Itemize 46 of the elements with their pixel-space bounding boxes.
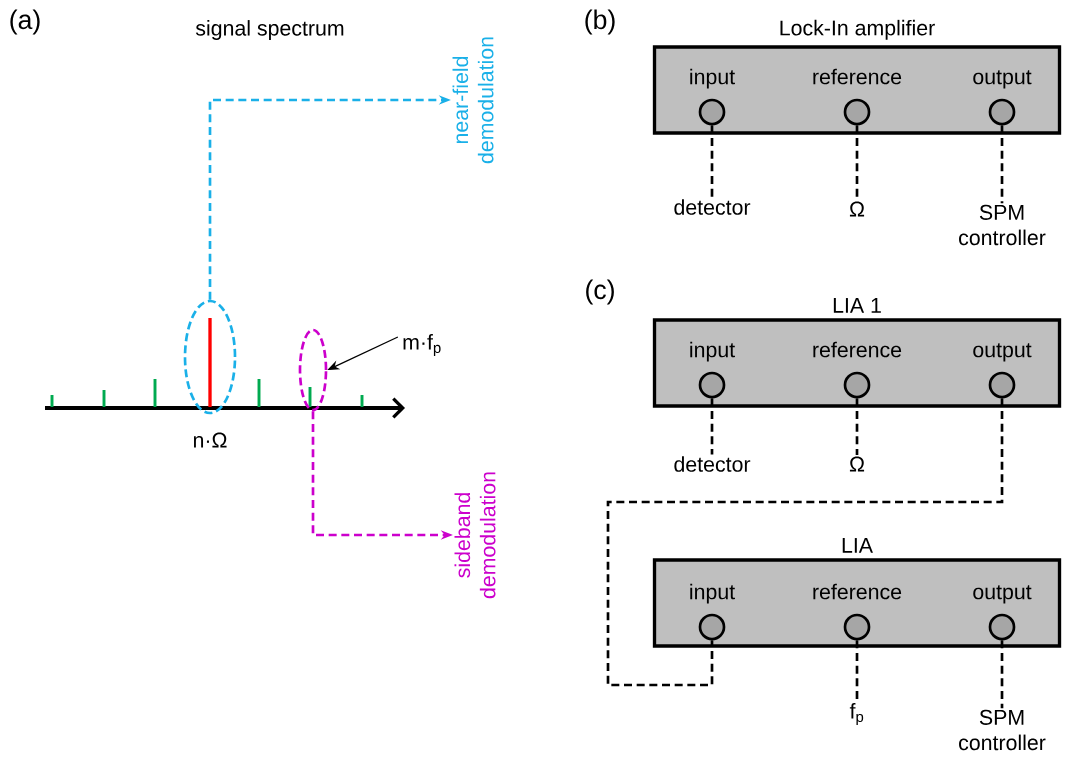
endpoint-label: SPM controller [959, 204, 1046, 246]
connector-port: output [973, 343, 1032, 399]
node-label: reference [813, 341, 902, 358]
endpoint-label: m·f$_{p}$ [403, 334, 441, 356]
cable-line [1000, 640, 1004, 709]
node-label: LIA 1 [833, 298, 881, 313]
endpoint-label: f$_{p}$ [849, 703, 864, 725]
cable-line [855, 640, 859, 702]
panel-label: (b) [585, 9, 615, 35]
cable-line [855, 125, 859, 200]
endpoint-label: SPM controller [959, 709, 1046, 751]
cable-line [1000, 125, 1004, 204]
cable-line [855, 398, 859, 455]
endpoint-label: detector [674, 456, 751, 472]
node-label: input [690, 341, 735, 362]
connector-port: reference [813, 583, 902, 641]
connector-port: input [690, 583, 735, 641]
rotated-label: near-field demodulation [452, 37, 494, 164]
node-label: input [690, 68, 735, 89]
endpoint-label: Ω [849, 201, 865, 217]
connector-port: output [973, 70, 1032, 126]
node-label: Lock-In amplifier [780, 19, 935, 40]
connector-port: reference [813, 68, 902, 126]
node-label: LIA [842, 538, 873, 553]
panel-label: signal spectrum [195, 20, 344, 40]
node-label: input [690, 583, 735, 604]
rotated-label: sideband demodulation [454, 472, 496, 599]
cable-line [710, 125, 714, 198]
dashed-ellipse [298, 328, 328, 412]
connector-port: input [690, 68, 735, 126]
endpoint-label: detector [674, 199, 751, 215]
dashed-ellipse [183, 299, 237, 415]
node-label: reference [813, 583, 902, 600]
panel-label: (a) [10, 9, 40, 35]
cable-line [606, 398, 1004, 687]
connector-port: input [690, 341, 735, 399]
panel-label: (c) [586, 279, 614, 305]
cable-line [710, 398, 714, 455]
frequency-label: n·Ω [193, 432, 227, 448]
node-label: output [973, 343, 1032, 362]
node-label: reference [813, 68, 902, 85]
endpoint-label: Ω [849, 456, 865, 472]
node-label: output [973, 70, 1032, 89]
connector-port: reference [813, 341, 902, 399]
connector-port: output [973, 585, 1032, 641]
node-label: output [973, 585, 1032, 604]
